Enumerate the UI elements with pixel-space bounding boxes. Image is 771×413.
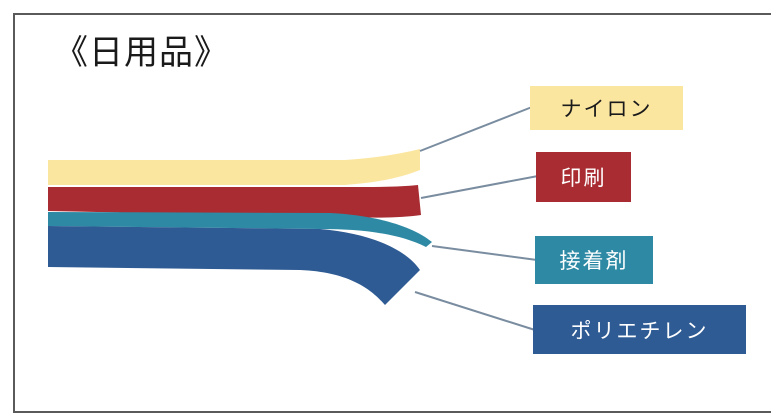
leader-line-polyethylene (414, 291, 536, 331)
leader-line-print (420, 175, 539, 199)
layer-adhesive-strip (48, 212, 432, 247)
label-nylon: ナイロン (530, 86, 683, 130)
diagram-title: 《日用品》 (54, 33, 229, 73)
layer-nylon-strip (48, 149, 420, 185)
label-polyethylene: ポリエチレン (533, 305, 746, 354)
label-adhesive: 接着剤 (535, 236, 653, 284)
leader-line-adhesive (431, 245, 538, 261)
layer-diagram (48, 106, 539, 331)
layer-polyethylene-strip (48, 226, 420, 305)
leader-line-nylon (419, 106, 533, 152)
label-print: 印刷 (536, 152, 631, 202)
layer-print-strip (48, 185, 421, 218)
